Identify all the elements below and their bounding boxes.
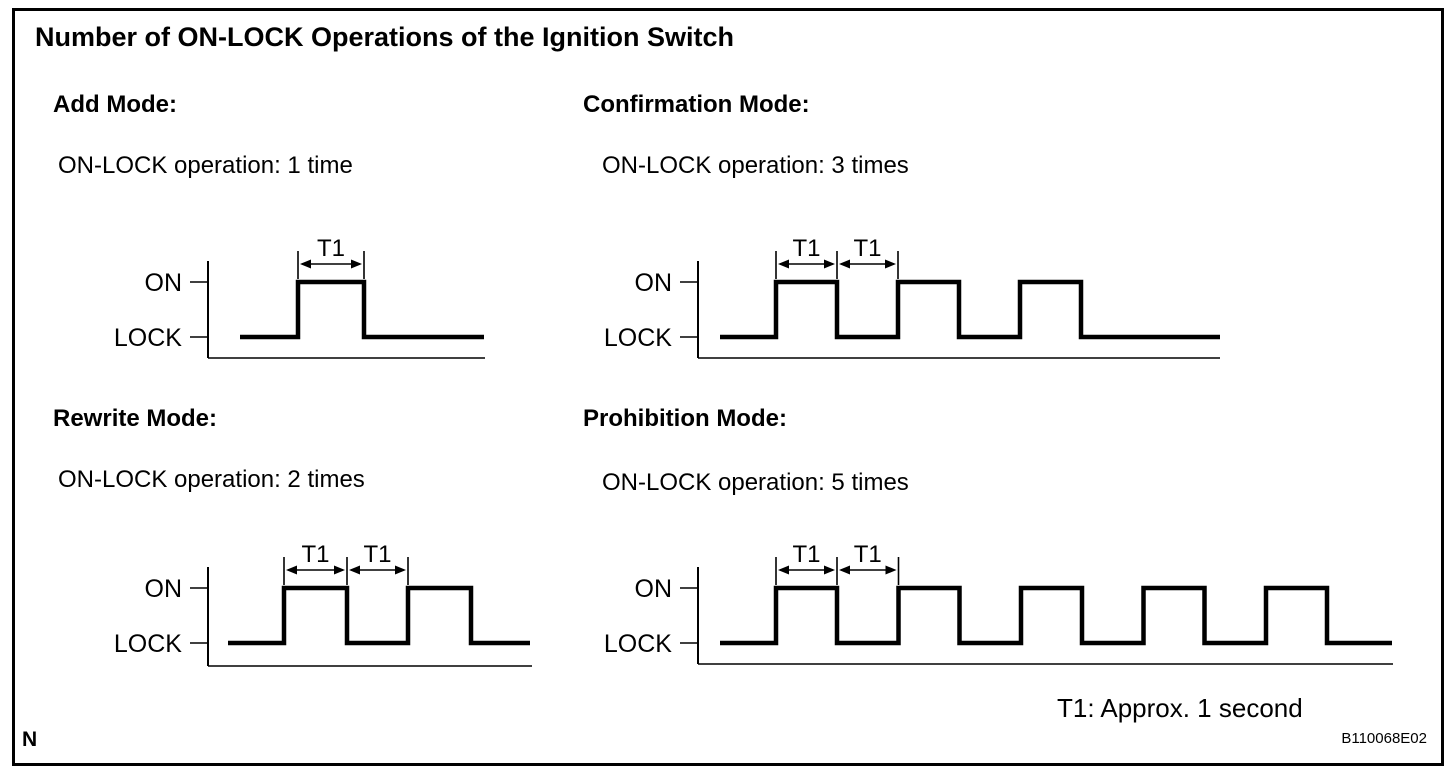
- arrowhead-left-icon: [839, 565, 850, 575]
- ignition-switch-waveform: [240, 279, 484, 340]
- arrowhead-right-icon: [334, 565, 345, 575]
- figure-title: Number of ON-LOCK Operations of the Igni…: [35, 22, 734, 52]
- on-level-label: ON: [145, 575, 183, 603]
- rewrite-mode-operation-count: ON-LOCK operation: 2 times: [58, 466, 365, 493]
- figure-code: B110068E02: [1341, 730, 1427, 747]
- t1-definition: T1: Approx. 1 second: [1057, 693, 1303, 723]
- page-marker: N: [22, 728, 38, 751]
- t1-duration-label: T1: [792, 235, 820, 262]
- lock-level-label: LOCK: [114, 630, 182, 658]
- on-level-label: ON: [635, 269, 673, 297]
- lock-level-label: LOCK: [114, 324, 182, 352]
- t1-duration-label: T1: [853, 235, 881, 262]
- arrowhead-left-icon: [778, 565, 789, 575]
- ignition-switch-waveform: [720, 585, 1392, 646]
- rewrite-mode-heading: Rewrite Mode:: [53, 405, 218, 432]
- figure-border: [12, 8, 1444, 766]
- t1-duration-label: T1: [363, 541, 391, 568]
- timing-diagram-confirmation: ON LOCK T1 T1: [604, 235, 1220, 359]
- ignition-switch-waveform: [228, 585, 530, 646]
- arrowhead-right-icon: [885, 565, 897, 575]
- arrowhead-right-icon: [824, 259, 835, 269]
- on-level-label: ON: [635, 575, 673, 603]
- arrowhead-right-icon: [824, 565, 835, 575]
- confirmation-mode-heading: Confirmation Mode:: [583, 91, 810, 118]
- t1-duration-label: T1: [301, 541, 329, 568]
- timing-diagram-prohibition: ON LOCK T1 T1: [604, 541, 1393, 665]
- add-mode-operation-count: ON-LOCK operation: 1 time: [58, 152, 353, 179]
- add-mode-heading: Add Mode:: [53, 91, 177, 118]
- t1-duration-label: T1: [792, 541, 820, 568]
- t1-duration-label: T1: [854, 541, 882, 568]
- arrowhead-left-icon: [778, 259, 789, 269]
- timing-diagram-add: ON LOCK T1: [114, 235, 485, 359]
- prohibition-mode-operation-count: ON-LOCK operation: 5 times: [602, 469, 909, 496]
- on-level-label: ON: [145, 269, 183, 297]
- arrowhead-right-icon: [885, 259, 896, 269]
- lock-level-label: LOCK: [604, 630, 672, 658]
- lock-level-label: LOCK: [604, 324, 672, 352]
- arrowhead-left-icon: [349, 565, 360, 575]
- prohibition-mode-heading: Prohibition Mode:: [583, 405, 787, 432]
- confirmation-mode-operation-count: ON-LOCK operation: 3 times: [602, 152, 909, 179]
- arrowhead-left-icon: [839, 259, 850, 269]
- arrowhead-left-icon: [286, 565, 297, 575]
- timing-diagram-rewrite: ON LOCK T1 T1: [114, 541, 532, 667]
- arrowhead-left-icon: [300, 259, 311, 269]
- arrowhead-right-icon: [395, 565, 406, 575]
- arrowhead-right-icon: [351, 259, 362, 269]
- ignition-switch-waveform: [720, 279, 1220, 340]
- t1-duration-label: T1: [317, 235, 345, 262]
